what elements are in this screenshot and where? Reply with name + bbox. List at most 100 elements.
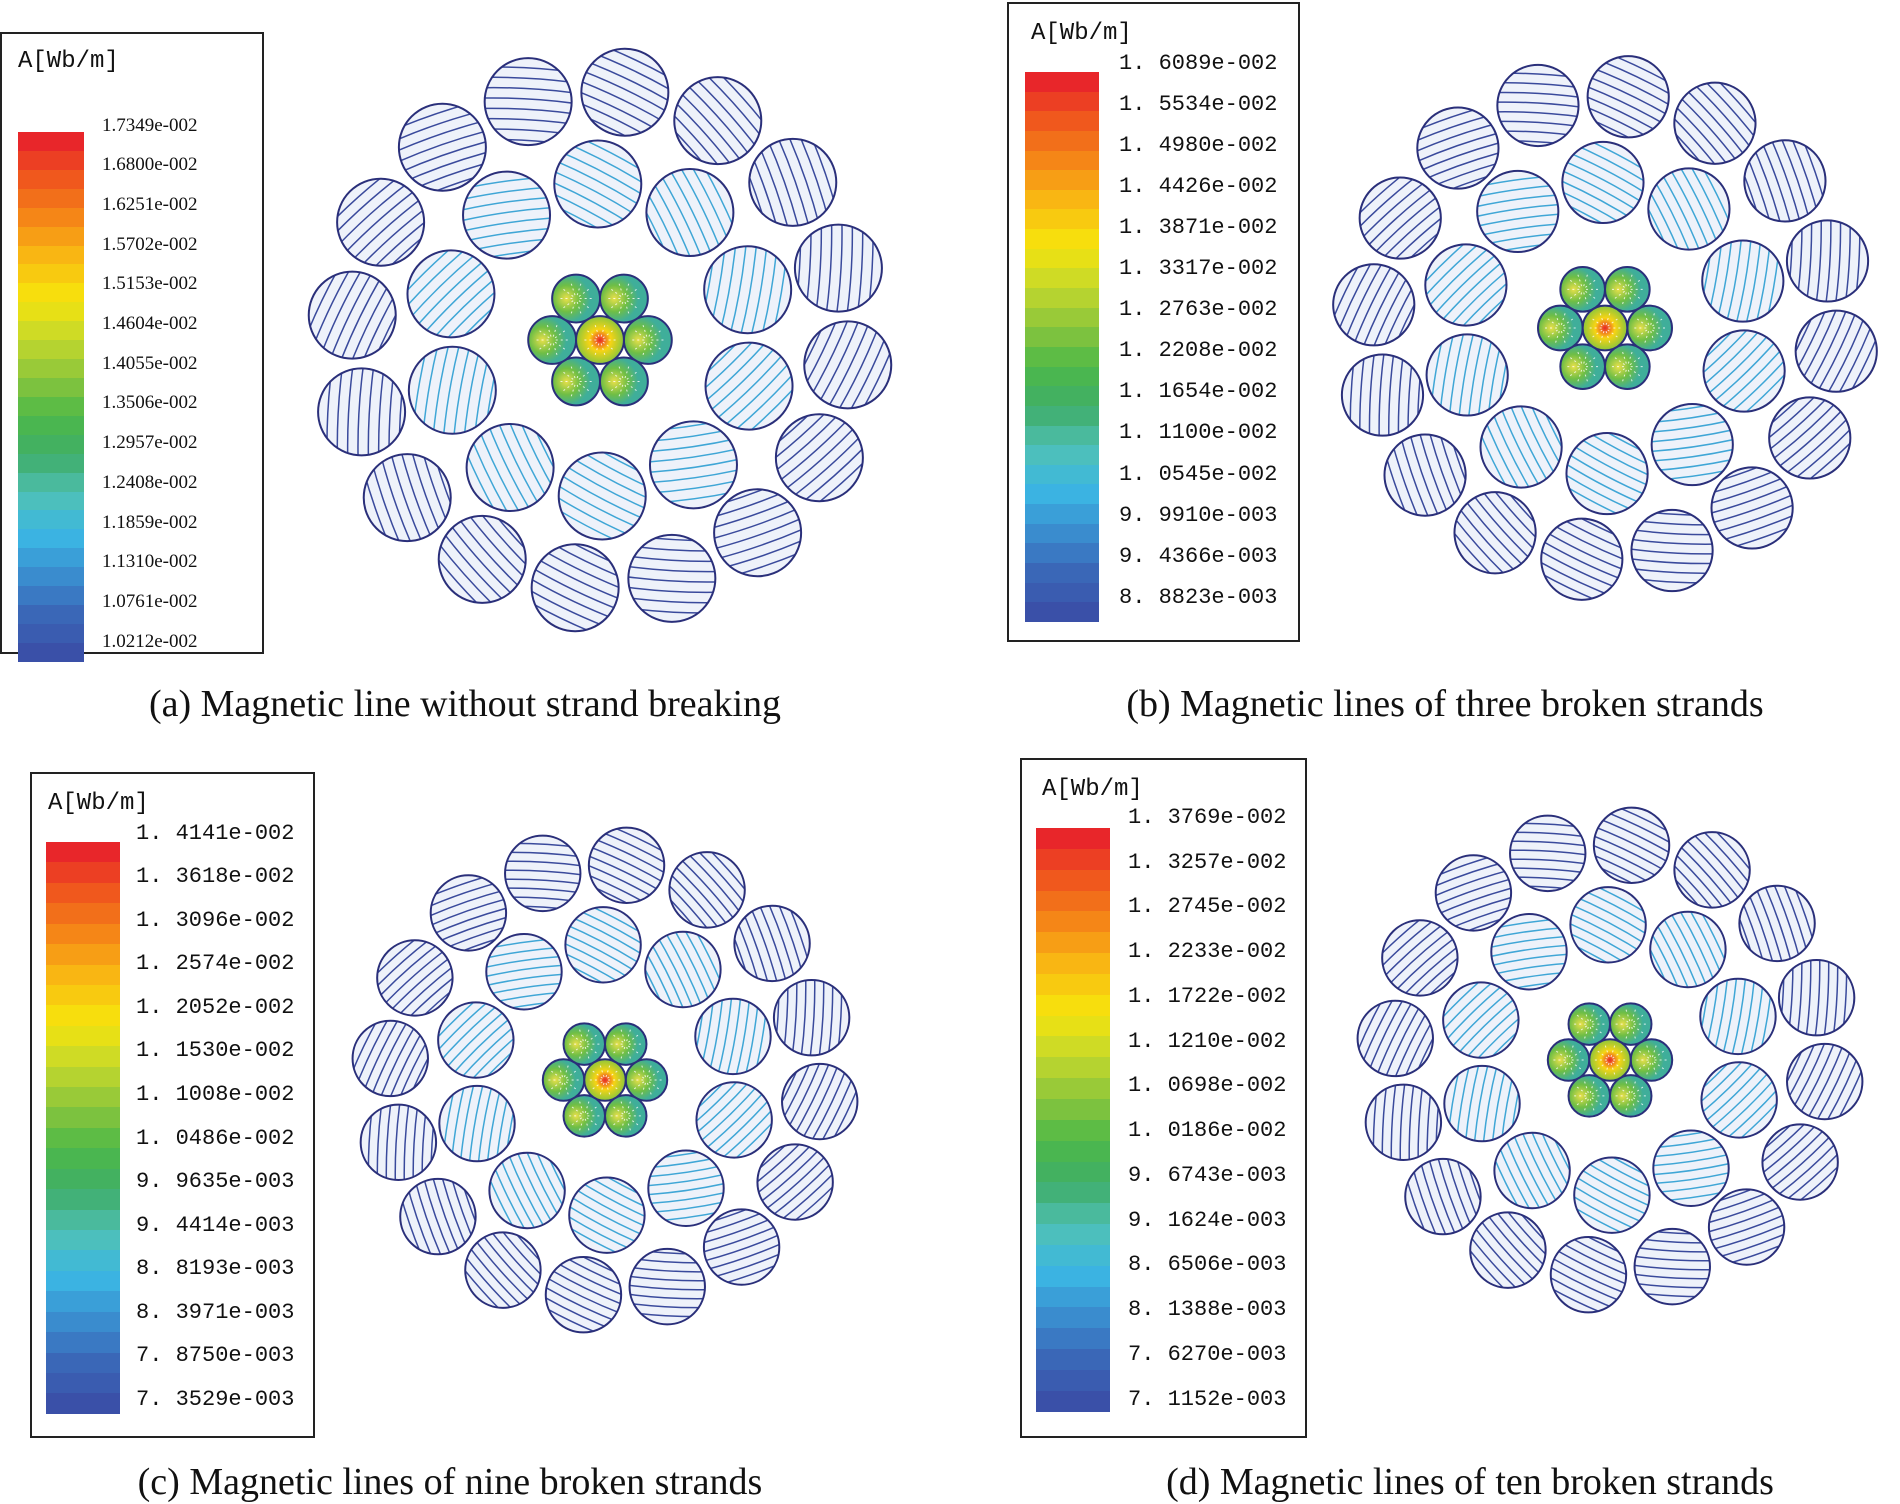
color-band: [1025, 268, 1099, 289]
outer-strand: [504, 834, 582, 913]
color-band: [18, 321, 84, 341]
legend-value: 1. 5534e-002: [1119, 91, 1278, 117]
steel-core-strand: [1609, 1002, 1653, 1046]
color-band: [1025, 405, 1099, 426]
outer-strand: [1549, 1236, 1628, 1314]
color-band: [46, 1168, 120, 1190]
color-band: [1036, 1390, 1110, 1412]
color-band: [18, 188, 84, 208]
color-band: [18, 472, 84, 492]
steel-core-strand: [1567, 1002, 1611, 1046]
color-band: [1025, 464, 1099, 485]
color-band: [18, 567, 84, 587]
color-band: [1036, 1224, 1110, 1245]
outer-strand: [628, 1247, 706, 1326]
color-band: [1025, 484, 1099, 505]
outer-strand: [793, 223, 883, 313]
outer-strand: [587, 826, 666, 904]
color-band: [46, 882, 120, 904]
color-band: [1025, 366, 1099, 387]
steel-core-strand: [599, 273, 649, 324]
legend-value: 1.1310e-002: [102, 551, 198, 573]
outer-strand: [530, 543, 620, 633]
outer-strand: [1786, 1042, 1864, 1121]
outer-strand: [351, 1019, 429, 1098]
color-band: [1025, 386, 1099, 406]
color-band: [1036, 911, 1110, 933]
color-band: [1036, 1244, 1110, 1266]
legend-value: 9. 4366e-003: [1119, 543, 1278, 569]
color-band: [46, 1189, 120, 1210]
color-band: [18, 169, 84, 189]
legend-value: 9. 9910e-003: [1119, 502, 1278, 528]
legend-value: 1. 3317e-002: [1119, 256, 1278, 282]
color-band: [18, 359, 84, 378]
color-band: [1036, 1265, 1110, 1287]
steel-core-strand: [599, 356, 649, 407]
color-band: [18, 548, 84, 568]
color-band: [18, 150, 84, 170]
color-band: [1036, 828, 1110, 849]
legend-value: 1. 2574e-002: [136, 951, 295, 977]
legend-value: 9. 1624e-003: [1128, 1207, 1287, 1233]
steel-core-strand: [562, 1094, 606, 1138]
legend-value: 1.3506e-002: [102, 392, 198, 414]
legend-value: 1.7349e-002: [102, 114, 198, 136]
legend-title-a: A[Wb/m]: [18, 48, 119, 75]
color-band: [1036, 1161, 1110, 1183]
steel-core-strand: [622, 315, 673, 365]
inner-strand: [1443, 1064, 1521, 1143]
color-band: [46, 842, 120, 863]
color-band: [46, 1393, 120, 1414]
legend-value: 1. 3618e-002: [136, 864, 295, 890]
steel-core-strand: [527, 315, 578, 365]
color-band: [1036, 1078, 1110, 1099]
cable-cross-section-a: [307, 47, 893, 633]
color-band: [18, 226, 84, 246]
outer-strand: [1633, 1227, 1711, 1306]
color-band: [1025, 170, 1099, 190]
color-band: [1025, 189, 1099, 210]
outer-strand: [1416, 106, 1500, 190]
color-band: [18, 207, 84, 227]
outer-strand: [307, 270, 397, 360]
outer-strand: [1356, 999, 1434, 1078]
legend-value: 7. 1152e-003: [1128, 1386, 1287, 1412]
steel-core-strand: [541, 1058, 586, 1102]
color-band: [46, 1352, 120, 1373]
outer-strand: [781, 1062, 859, 1141]
inner-strand: [704, 341, 794, 431]
outer-strand: [627, 533, 717, 623]
color-band: [1036, 932, 1110, 954]
color-band: [1025, 543, 1099, 564]
legend-value: 1.0212e-002: [102, 630, 198, 652]
legend-title-c: A[Wb/m]: [48, 790, 149, 817]
color-band: [46, 1209, 120, 1231]
color-band: [1036, 973, 1110, 995]
steel-core-strand: [1604, 343, 1651, 391]
legend-value: 1. 3871e-002: [1119, 215, 1278, 241]
color-band: [18, 302, 84, 322]
outer-strand: [1509, 814, 1587, 893]
outer-strand: [772, 979, 851, 1057]
legend-value: 1. 2233e-002: [1128, 939, 1287, 965]
color-band: [18, 529, 84, 549]
color-band: [1036, 1307, 1110, 1329]
color-band: [46, 1311, 120, 1333]
color-band: [1036, 1098, 1110, 1120]
outer-strand: [1794, 309, 1878, 393]
color-band: [1025, 504, 1099, 524]
color-band: [46, 862, 120, 883]
legend-value: 1.6251e-002: [102, 193, 198, 215]
caption-c: (c) Magnetic lines of nine broken strand…: [137, 1461, 763, 1503]
steel-core-strand: [1559, 265, 1607, 313]
steel-core-strand: [551, 273, 602, 324]
color-band: [1025, 425, 1099, 446]
color-band: [1025, 229, 1099, 249]
outer-strand: [1364, 1083, 1443, 1161]
color-band: [18, 396, 84, 416]
cable-cross-section-d: [1356, 806, 1864, 1314]
legend-value: 9. 4414e-003: [136, 1212, 295, 1238]
